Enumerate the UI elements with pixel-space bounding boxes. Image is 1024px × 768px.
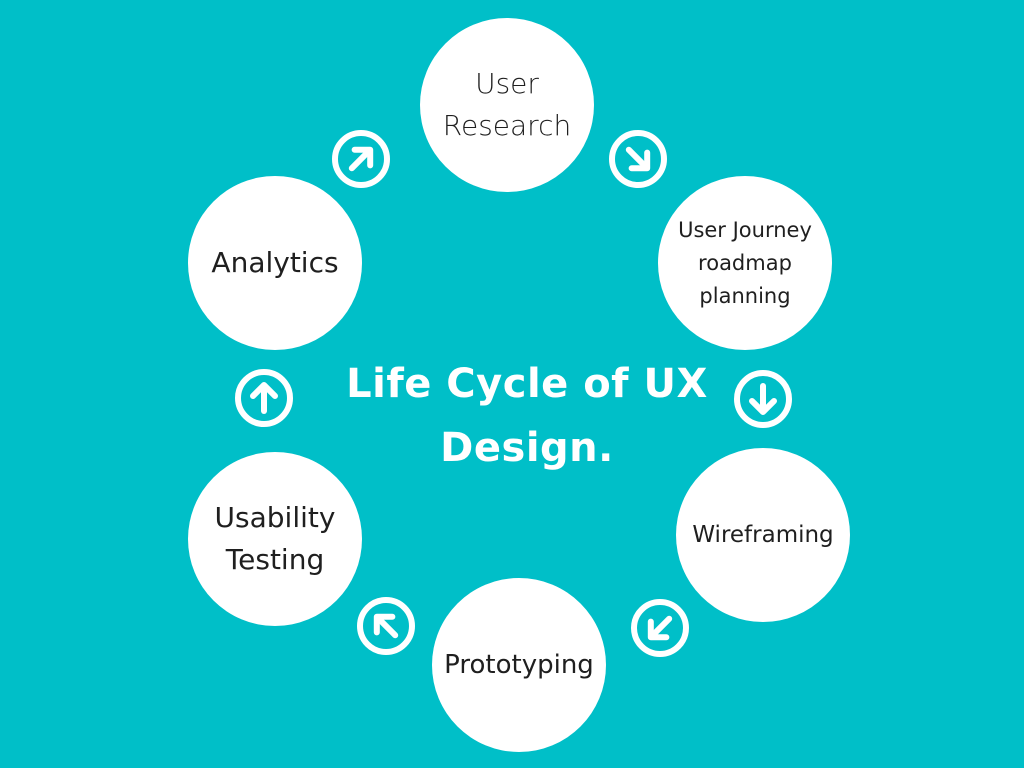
stage-label-line: Wireframing <box>692 522 834 548</box>
arrow-up-icon <box>232 366 296 430</box>
arrow-down-right-icon <box>606 127 670 191</box>
stage-label-line: Research <box>442 109 572 142</box>
title-line-1: Life Cycle of UX <box>346 361 708 407</box>
arrow-up-right-icon <box>329 127 393 191</box>
stage-label-line: User Journey <box>678 217 812 242</box>
stage-label-line: Usability <box>214 501 336 534</box>
stage-label-line: Prototyping <box>444 650 594 680</box>
stage-label-line: Testing <box>225 543 325 576</box>
arrow-up-left-icon <box>354 594 418 658</box>
stage-user-research: User Research <box>420 18 594 192</box>
stage-analytics: Analytics <box>188 176 362 350</box>
diagram-title: Life Cycle of UX Design. <box>312 352 742 480</box>
stage-label-line: User <box>475 67 539 100</box>
stage-label-line: planning <box>699 283 791 308</box>
stage-label-line: Analytics <box>211 246 339 279</box>
stage-usability-testing: Usability Testing <box>188 452 362 626</box>
stage-user-journey: User Journey roadmap planning <box>658 176 832 350</box>
stage-wireframing: Wireframing <box>676 448 850 622</box>
arrow-down-icon <box>731 367 795 431</box>
title-line-2: Design. <box>440 425 614 471</box>
arrow-down-left-icon <box>628 596 692 660</box>
stage-prototyping: Prototyping <box>432 578 606 752</box>
stage-label-line: roadmap <box>698 250 792 275</box>
